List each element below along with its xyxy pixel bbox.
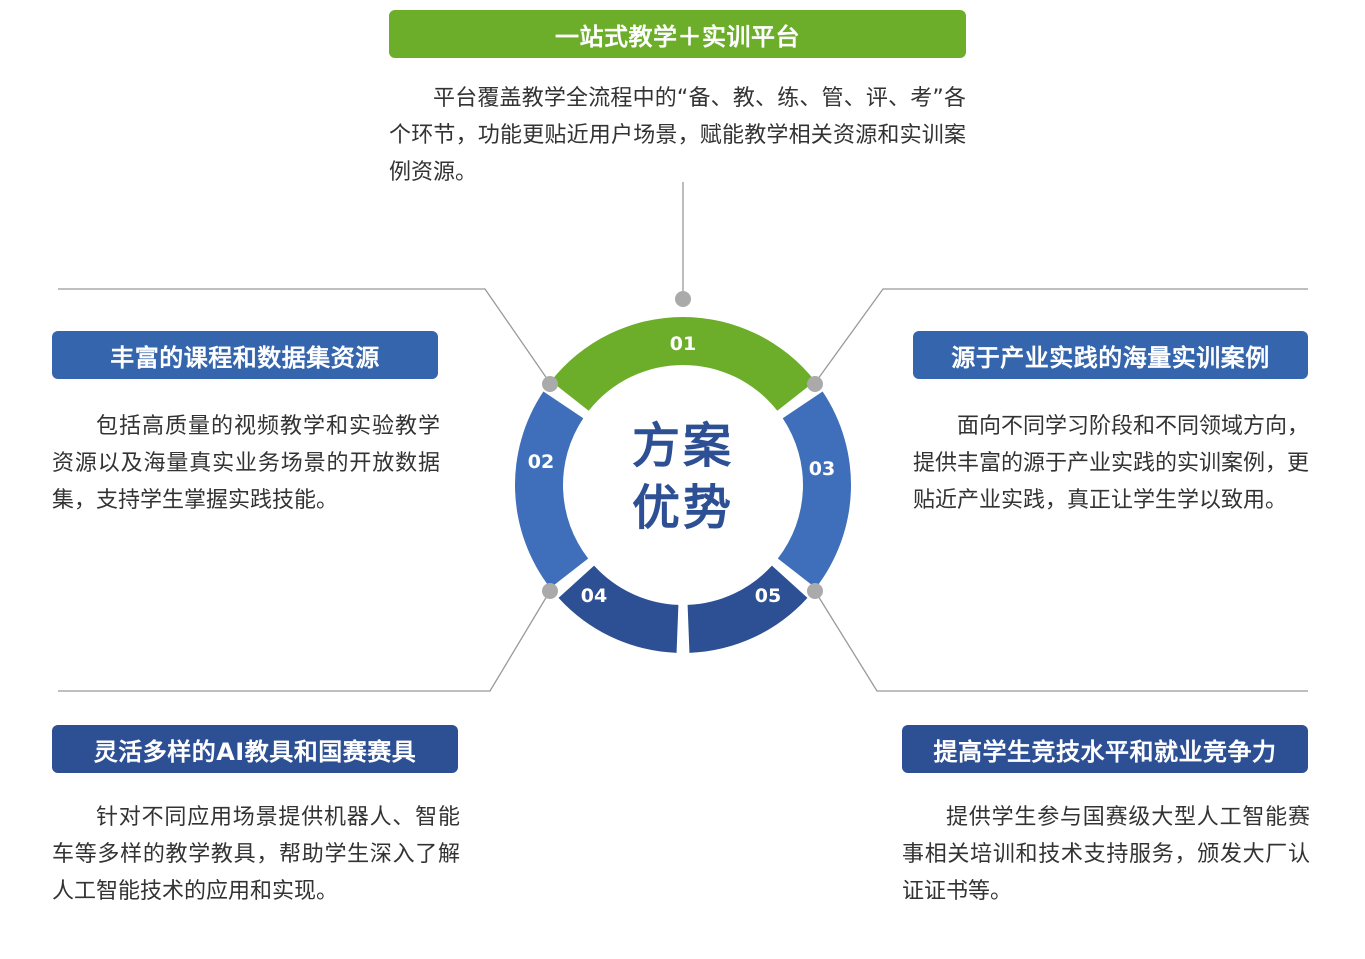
connector-03 xyxy=(814,288,1308,384)
segment-number-04: 04 xyxy=(580,585,608,607)
dot-04 xyxy=(542,583,558,599)
connector-04 xyxy=(58,590,551,692)
segment-number-05: 05 xyxy=(754,585,782,607)
ring-segment-05 xyxy=(687,565,808,653)
feature-02-title: 丰富的课程和数据集资源 xyxy=(52,331,438,379)
center-title-line-1: 方案 xyxy=(631,418,734,474)
center-title: 方案 优势 xyxy=(583,415,783,539)
dot-02 xyxy=(542,376,558,392)
dot-03 xyxy=(807,376,823,392)
connector-dots xyxy=(542,291,823,599)
dot-01 xyxy=(675,291,691,307)
feature-05-title: 提高学生竞技水平和就业竞争力 xyxy=(902,725,1308,773)
feature-02-description: 包括高质量的视频教学和实验教学资源以及海量真实业务场景的开放数据集，支持学生掌握… xyxy=(52,414,440,513)
dot-05 xyxy=(807,583,823,599)
connector-lines xyxy=(58,182,1308,692)
ring-segment-03 xyxy=(777,391,852,588)
ring-chart xyxy=(514,316,852,653)
feature-01-description: 平台覆盖教学全流程中的“备、教、练、管、评、考”各个环节，功能更贴近用户场景，赋… xyxy=(389,86,966,185)
center-title-line-2: 优势 xyxy=(631,480,734,536)
feature-01-title: 一站式教学＋实训平台 xyxy=(389,10,966,58)
connector-05 xyxy=(814,590,1308,692)
feature-04-description: 针对不同应用场景提供机器人、智能车等多样的教学教具，帮助学生深入了解人工智能技术… xyxy=(52,805,460,904)
feature-05-description: 提供学生参与国赛级大型人工智能赛事相关培训和技术支持服务，颁发大厂认证证书等。 xyxy=(902,805,1310,904)
segment-number-02: 02 xyxy=(527,451,555,473)
segment-number-01: 01 xyxy=(669,333,697,355)
ring-segment-04 xyxy=(558,565,679,653)
feature-03-title: 源于产业实践的海量实训案例 xyxy=(913,331,1308,379)
feature-04-title: 灵活多样的AI教具和国赛赛具 xyxy=(52,725,458,773)
ring-segment-02 xyxy=(514,391,589,588)
connector-02 xyxy=(58,288,551,384)
feature-03-description: 面向不同学习阶段和不同领域方向，提供丰富的源于产业实践的实训案例，更贴近产业实践… xyxy=(913,414,1310,513)
ring-segment-01 xyxy=(550,316,816,411)
segment-number-03: 03 xyxy=(808,458,836,480)
